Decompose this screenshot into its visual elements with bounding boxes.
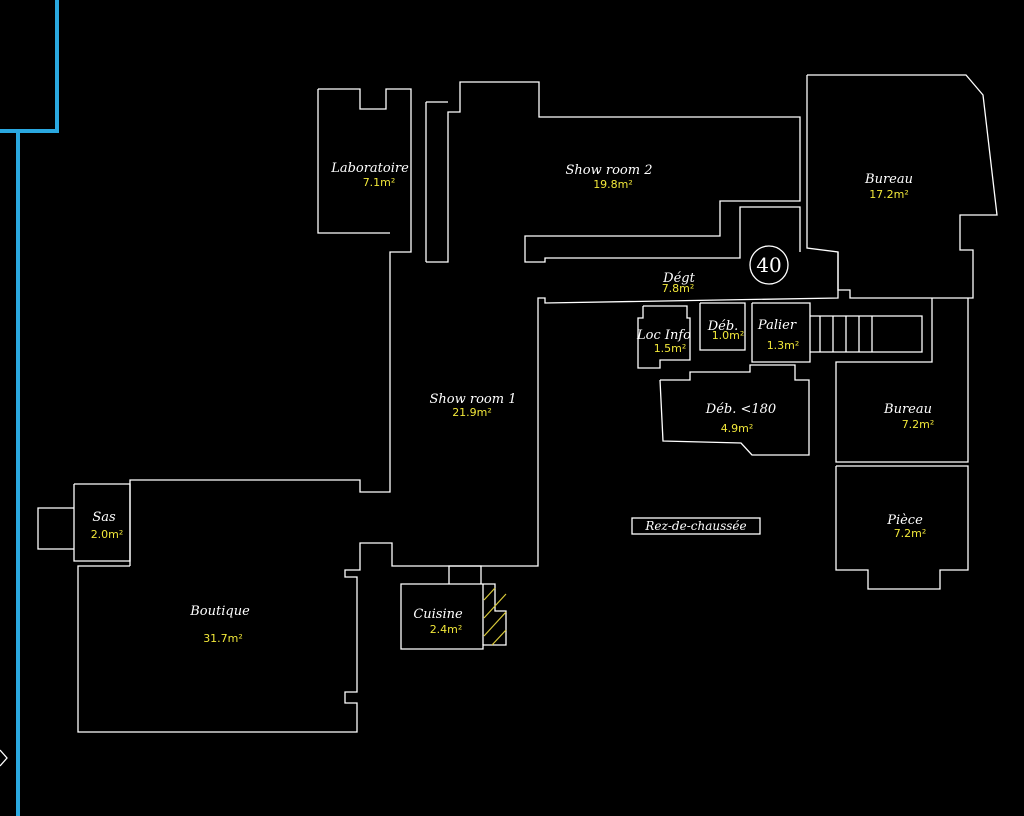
room-name-show-room-2: Show room 2 xyxy=(566,163,653,178)
wall-deb-180 xyxy=(659,364,810,456)
wall-cuisine xyxy=(400,565,507,650)
wall-degt xyxy=(537,252,839,304)
room-name-bureau-1: Bureau xyxy=(864,172,913,187)
room-area-palier: 1.3m² xyxy=(767,339,800,352)
room-labels: Laboratoire 7.1m² Show room 2 19.8m² Bur… xyxy=(91,161,935,645)
wall-sas xyxy=(73,483,131,562)
room-area-show-room-2: 19.8m² xyxy=(593,178,633,191)
wall-deb-1 xyxy=(699,302,746,351)
room-area-laboratoire: 7.1m² xyxy=(363,176,396,189)
room-name-palier: Palier xyxy=(757,318,797,333)
room-area-boutique: 31.7m² xyxy=(203,632,243,645)
unit-number: 40 xyxy=(756,253,781,277)
wall-show-room-1 xyxy=(129,262,391,566)
room-area-degt: 7.8m² xyxy=(662,282,695,295)
room-name-show-room-1: Show room 1 xyxy=(430,392,517,407)
room-name-sas: Sas xyxy=(92,510,116,525)
room-name-cuisine: Cuisine xyxy=(413,607,463,622)
room-area-cuisine: 2.4m² xyxy=(430,623,463,636)
room-area-deb-180: 4.9m² xyxy=(721,422,754,435)
room-area-deb-1: 1.0m² xyxy=(712,329,745,342)
sheet-frame xyxy=(0,0,59,816)
room-name-deb-1: Déb. xyxy=(707,319,739,334)
wall-show-room-2 xyxy=(426,81,801,263)
room-name-bureau-2: Bureau xyxy=(883,402,932,417)
room-name-degt: Dégt xyxy=(662,271,695,286)
wall-palier xyxy=(751,302,811,363)
room-area-piece: 7.2m² xyxy=(894,527,927,540)
room-name-laboratoire: Laboratoire xyxy=(330,161,409,176)
hatched-shaft xyxy=(483,587,507,646)
level-label: Rez-de-chaussée xyxy=(644,519,746,533)
unit-number-circle xyxy=(749,245,789,285)
room-name-piece: Pièce xyxy=(886,513,923,528)
room-area-sas: 2.0m² xyxy=(91,528,124,541)
level-label-box xyxy=(631,517,761,535)
room-name-boutique: Boutique xyxy=(189,604,250,619)
walls xyxy=(37,74,998,733)
chevron-right-icon xyxy=(0,749,8,767)
room-area-bureau-2: 7.2m² xyxy=(902,418,935,431)
room-area-loc-info: 1.5m² xyxy=(654,342,687,355)
wall-laboratoire xyxy=(318,88,412,262)
room-area-show-room-1: 21.9m² xyxy=(452,406,492,419)
room-area-bureau-1: 17.2m² xyxy=(869,188,909,201)
wall-loc-info xyxy=(637,305,691,369)
wall-piece xyxy=(835,465,969,590)
room-name-deb-180: Déb. <180 xyxy=(705,402,776,417)
room-name-loc-info: Loc Info xyxy=(636,328,691,343)
